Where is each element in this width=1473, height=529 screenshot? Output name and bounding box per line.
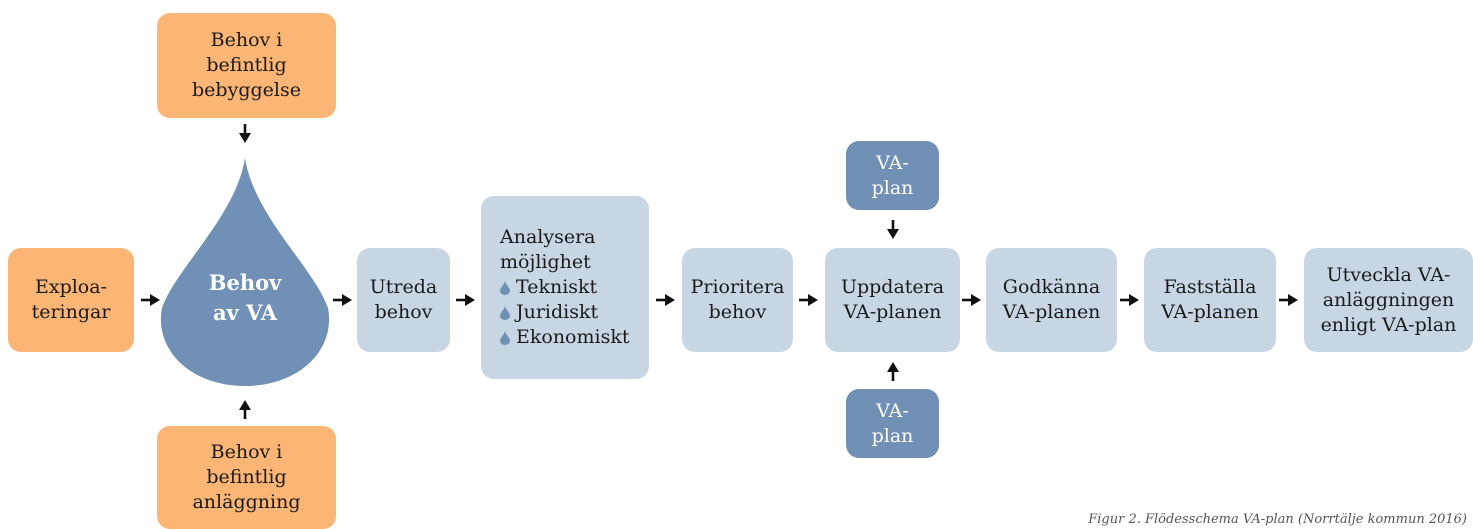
existing-facility-need-line-2: befintlig: [206, 466, 287, 488]
prioritise-line-2: behov: [708, 301, 767, 323]
arrow-down-icon: [239, 124, 251, 143]
develop-line-2: anläggningen: [1322, 288, 1455, 311]
arrow-down-icon: [887, 220, 899, 239]
figure-caption: Figur 2. Flödesschema VA-plan (Norrtälje…: [1088, 512, 1467, 527]
exploitation-line-1: Exploa-: [34, 276, 107, 298]
arrow-right-icon: [333, 294, 352, 306]
arrow-right-icon: [799, 294, 818, 306]
analyse-item-economic: Ekonomiskt: [500, 325, 630, 350]
exploitation-box: Exploa- teringar: [8, 248, 134, 352]
va-need-line-2: av VA: [212, 300, 278, 325]
existing-buildings-need-box: Behov i befintlig bebyggelse: [157, 13, 336, 118]
arrow-right-icon: [1279, 294, 1298, 306]
water-drop-icon: [500, 330, 510, 345]
analyse-title-line-1: Analysera: [500, 226, 596, 248]
update-line-2: VA-planen: [843, 301, 942, 323]
develop-facility-box: Utveckla VA- anläggningen enligt VA-plan: [1304, 248, 1473, 352]
analyse-item-economic-label: Ekonomiskt: [516, 326, 630, 348]
va-plan-top-box: VA- plan: [846, 141, 939, 210]
approve-line-2: VA-planen: [1002, 301, 1101, 323]
analyse-possibility-box: Analysera möjlighet Tekniskt Juridiskt E…: [481, 196, 649, 379]
investigate-need-box: Utreda behov: [357, 248, 450, 352]
existing-facility-need-line-1: Behov i: [210, 441, 283, 463]
arrow-right-icon: [141, 294, 160, 306]
existing-buildings-need-line-2: befintlig: [206, 54, 287, 76]
va-need-line-1: Behov: [208, 270, 282, 295]
approve-va-plan-box: Godkänna VA-planen: [986, 248, 1117, 352]
va-plan-top-line-1: VA-: [876, 151, 909, 174]
existing-buildings-need-line-1: Behov i: [210, 29, 283, 51]
analyse-item-technical-label: Tekniskt: [516, 276, 598, 298]
develop-line-3: enligt VA-plan: [1320, 313, 1457, 336]
update-line-1: Uppdatera: [840, 276, 945, 298]
va-plan-bottom-line-2: plan: [871, 424, 914, 447]
arrow-right-icon: [1120, 294, 1139, 306]
arrow-right-icon: [456, 294, 475, 306]
exploitation-line-2: teringar: [31, 301, 111, 323]
analyse-item-legal-label: Juridiskt: [516, 301, 599, 323]
approve-line-1: Godkänna: [1002, 276, 1101, 298]
prioritise-need-box: Prioritera behov: [682, 248, 793, 352]
water-drop-icon: [500, 280, 510, 295]
establish-line-2: VA-planen: [1161, 301, 1259, 323]
analyse-title-line-2: möjlighet: [500, 251, 591, 273]
establish-line-1: Fastställa: [1163, 276, 1257, 298]
develop-line-1: Utveckla VA-: [1326, 263, 1451, 286]
establish-va-plan-box: Fastställa VA-planen: [1144, 248, 1276, 352]
existing-buildings-need-line-3: bebyggelse: [192, 79, 301, 101]
va-need-label: Behov av VA: [168, 268, 322, 328]
water-drop-shape: [160, 158, 330, 386]
va-plan-bottom-line-1: VA-: [876, 399, 909, 422]
update-va-plan-box: Uppdatera VA-planen: [825, 248, 960, 352]
prioritise-line-1: Prioritera: [690, 276, 785, 298]
analyse-item-legal: Juridiskt: [500, 300, 598, 325]
arrow-up-icon: [887, 362, 899, 381]
analyse-item-technical: Tekniskt: [500, 275, 597, 300]
investigate-need-line-1: Utreda: [369, 276, 438, 298]
water-drop-icon: [500, 305, 510, 320]
arrow-up-icon: [239, 400, 251, 419]
existing-facility-need-box: Behov i befintlig anläggning: [157, 426, 336, 529]
investigate-need-line-2: behov: [374, 301, 433, 323]
va-plan-top-line-2: plan: [871, 176, 914, 199]
va-plan-bottom-box: VA- plan: [846, 389, 939, 458]
arrow-right-icon: [656, 294, 675, 306]
existing-facility-need-line-3: anläggning: [192, 491, 301, 513]
arrow-right-icon: [962, 294, 981, 306]
